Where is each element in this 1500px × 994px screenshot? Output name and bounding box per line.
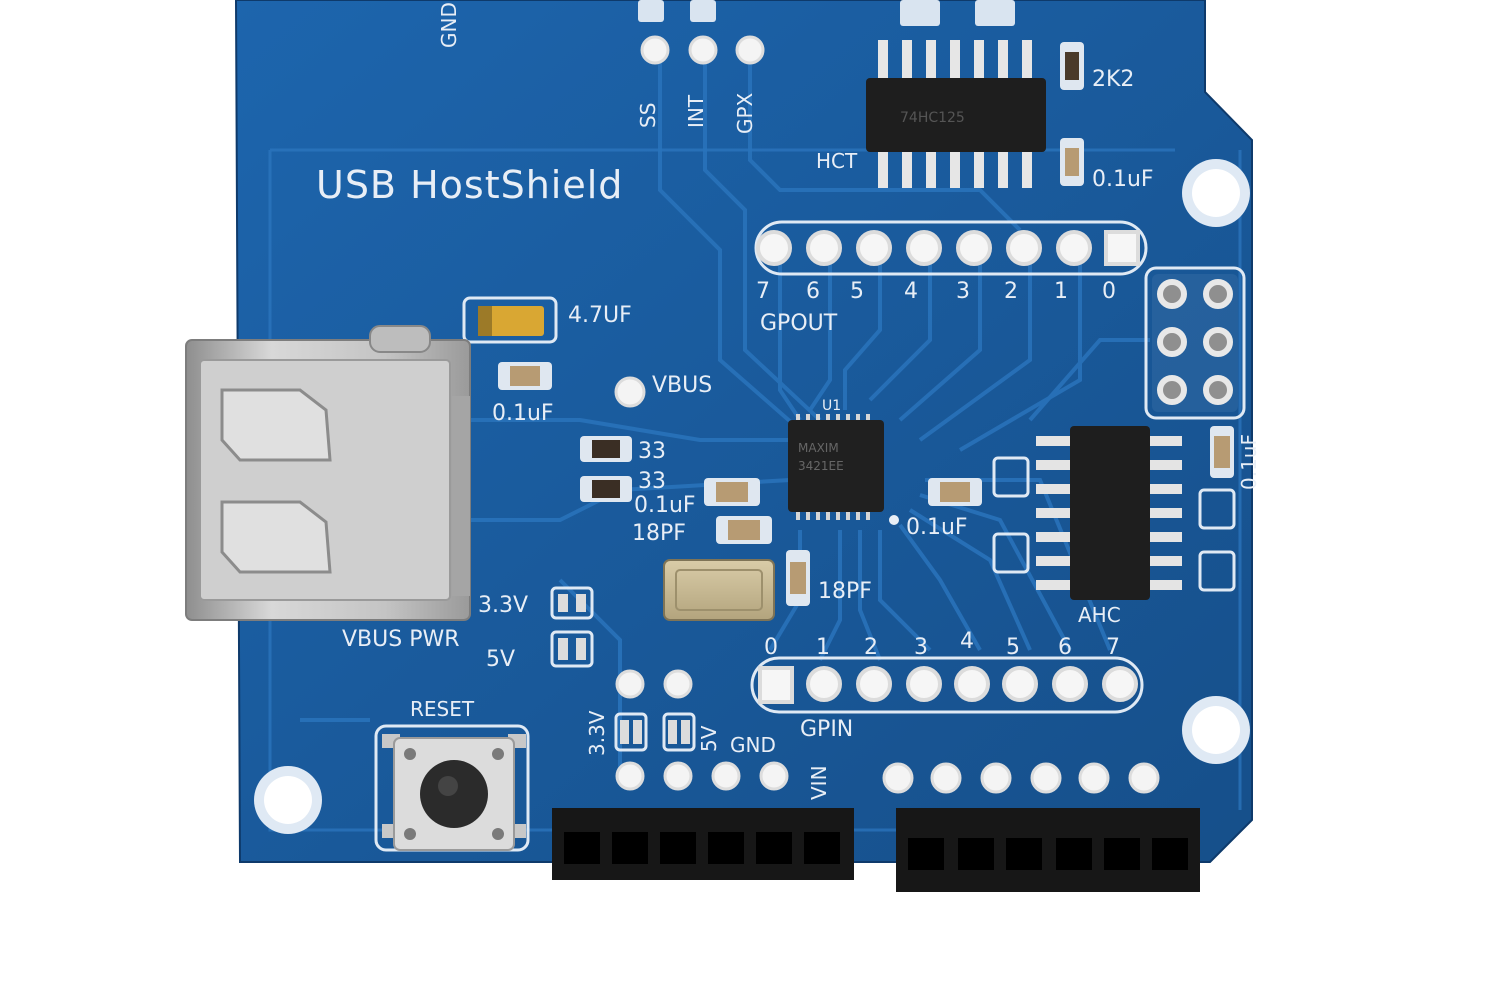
gpin-label: GPIN — [800, 717, 853, 742]
c01uf-right-label: 0.1uF — [906, 515, 968, 540]
gpin-pin-label: 2 — [864, 635, 878, 660]
gpout-pin-label: 4 — [904, 279, 918, 304]
gpout-pin-label: 7 — [756, 279, 770, 304]
smd-pads-right — [992, 456, 1236, 592]
hct-ic-chip: 74HC125 — [866, 0, 1046, 188]
female-header-right — [896, 808, 1200, 892]
gpin-pin-label: 7 — [1106, 635, 1120, 660]
reset-button[interactable] — [374, 724, 530, 852]
ss-label: SS — [636, 103, 660, 128]
gpout-pin-numbers: 7 6 5 4 3 2 1 0 — [756, 279, 1116, 304]
c01uf-left-label: 0.1uF — [492, 401, 554, 426]
gnd-b-label: GND — [730, 733, 776, 757]
pcb-traces — [300, 60, 1150, 770]
ahc-ic-chip — [1036, 426, 1182, 600]
v5-b-label: 5V — [697, 725, 721, 752]
vbus-pwr-jumpers — [550, 586, 594, 668]
gpin-pin-label: 4 — [960, 629, 974, 654]
gpin-pin-label: 5 — [1006, 635, 1020, 660]
mounting-holes — [254, 159, 1250, 834]
gpin-pin-label: 3 — [914, 635, 928, 660]
gnd-label-top: GND — [437, 2, 461, 48]
gpout-pin-label: 0 — [1102, 279, 1116, 304]
gpout-header-pads — [754, 220, 1148, 276]
gpout-pin-label: 5 — [850, 279, 864, 304]
capacitor-top — [1060, 138, 1084, 186]
capacitor-18pf-b — [786, 550, 810, 606]
v33-label: 3.3V — [478, 593, 528, 618]
ahc-label: AHC — [1078, 603, 1121, 627]
int-label: INT — [684, 94, 708, 128]
gpout-pin-label: 1 — [1054, 279, 1068, 304]
c18pf-a-label: 18PF — [632, 521, 686, 546]
usb-a-connector — [185, 325, 471, 621]
c01uf-top-label: 0.1uF — [1092, 167, 1154, 192]
reset-label: RESET — [410, 697, 475, 721]
r33b-label: 33 — [638, 469, 666, 494]
gpout-pin-label: 3 — [956, 279, 970, 304]
gpin-pin-label: 0 — [764, 635, 778, 660]
crystal-oscillator — [663, 559, 775, 621]
capacitor-vertical — [1210, 426, 1234, 478]
vbus-testpoint — [614, 376, 646, 408]
header-pads-top — [638, 0, 765, 65]
v5-label: 5V — [486, 647, 515, 672]
vin-label: VIN — [807, 765, 831, 800]
power-pads — [614, 669, 1160, 794]
capacitor-left — [498, 362, 552, 390]
svg-text:74HC125: 74HC125 — [900, 110, 965, 126]
vbus-pwr-label: VBUS PWR — [342, 627, 460, 652]
c18pf-b-label: 18PF — [818, 579, 872, 604]
board-title: USB HostShield — [316, 163, 623, 207]
gpx-label: GPX — [733, 92, 757, 134]
v33-b-label: 3.3V — [585, 710, 609, 756]
resistor-2k2 — [1060, 42, 1084, 90]
gpin-header-pads — [750, 656, 1144, 714]
gpin-pin-numbers: 0 1 2 3 4 5 6 7 — [764, 629, 1120, 660]
gpout-label: GPOUT — [760, 311, 838, 336]
icsp-header — [1144, 266, 1246, 420]
c01uf-vert-label: 0.1uF — [1237, 434, 1261, 490]
hct-label: HCT — [816, 149, 858, 173]
gpin-pin-label: 6 — [1058, 635, 1072, 660]
max3421e-chip: MAXIM 3421EE — [788, 414, 884, 520]
r33a-label: 33 — [638, 439, 666, 464]
svg-text:3421EE: 3421EE — [798, 459, 844, 473]
u1-label: U1 — [822, 398, 841, 414]
c47uf-label: 4.7UF — [568, 303, 632, 328]
gpout-pin-label: 2 — [1004, 279, 1018, 304]
r2k2-label: 2K2 — [1092, 67, 1134, 92]
pcb-board — [234, 0, 1253, 863]
capacitor-right — [928, 478, 982, 506]
vbus-label: VBUS — [652, 373, 712, 398]
female-header-left — [552, 808, 854, 880]
svg-text:MAXIM: MAXIM — [798, 441, 839, 455]
capacitor-mid — [704, 478, 772, 544]
gpin-pin-label: 1 — [816, 635, 830, 660]
gpout-pin-label: 6 — [806, 279, 820, 304]
tantalum-capacitor — [462, 296, 558, 344]
resistors-33 — [580, 436, 632, 502]
c01uf-mid-label: 0.1uF — [634, 493, 696, 518]
